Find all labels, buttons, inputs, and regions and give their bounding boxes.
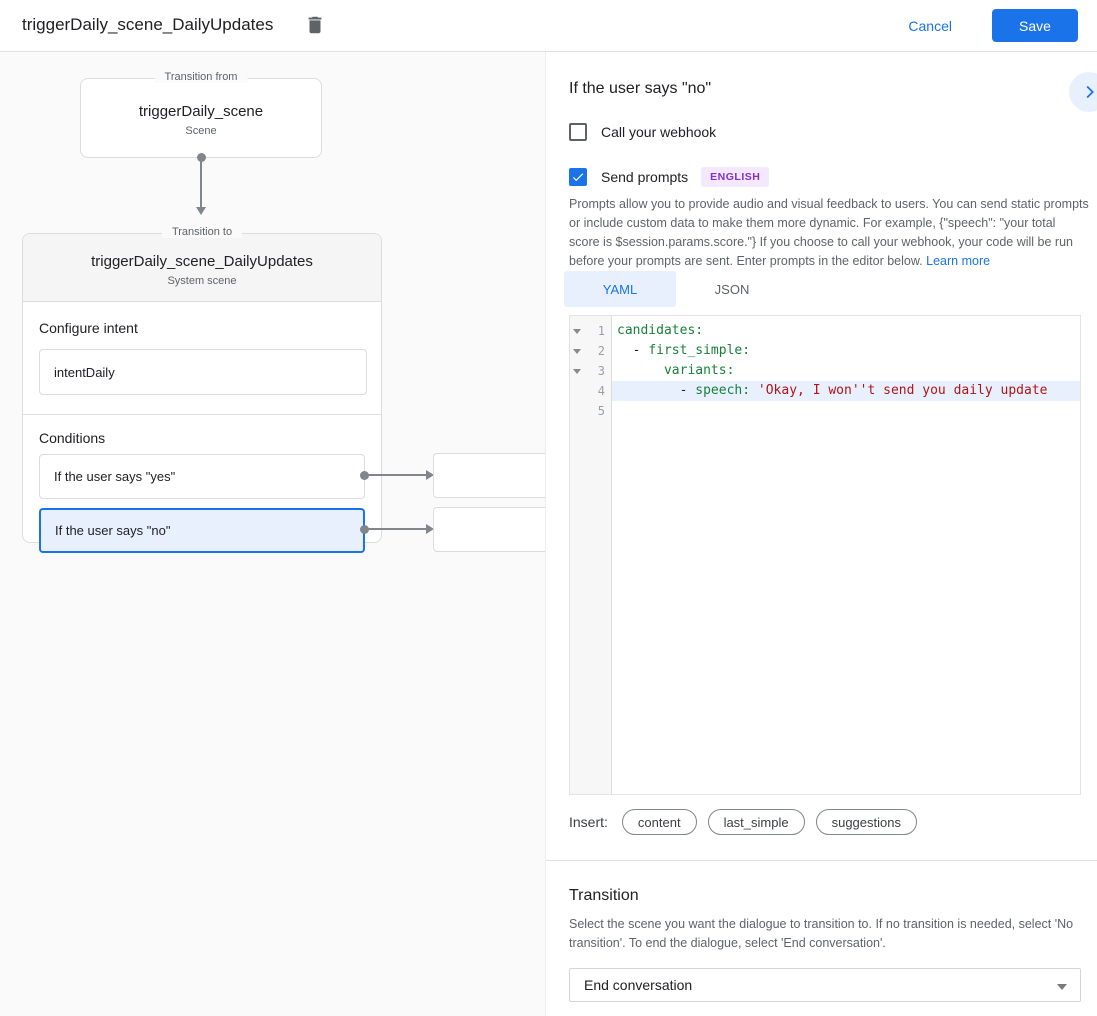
transition-select[interactable]: End conversation: [569, 968, 1081, 1002]
cancel-button[interactable]: Cancel: [896, 9, 964, 42]
insert-content-chip[interactable]: content: [621, 809, 697, 835]
check-icon: [571, 170, 585, 184]
insert-last-simple-chip[interactable]: last_simple: [707, 809, 805, 835]
prompt-code-editor: 1 2 3 4 5 can: [569, 315, 1081, 795]
arrow-right-icon: [426, 524, 434, 534]
insert-suggestions-chip[interactable]: suggestions: [815, 809, 917, 835]
condition-no-label: If the user says "no": [55, 523, 171, 538]
line-number: 5: [597, 404, 605, 418]
language-badge: ENGLISH: [701, 167, 770, 187]
connector-line: [200, 157, 202, 207]
send-prompts-label: Send prompts: [601, 169, 689, 185]
tab-json[interactable]: JSON: [714, 281, 750, 297]
to-scene-type: System scene: [167, 275, 237, 287]
prompts-description-text: Prompts allow you to provide audio and v…: [569, 197, 1089, 268]
fold-icon[interactable]: [573, 368, 581, 374]
code-indent: [617, 343, 633, 358]
configure-intent-label: Configure intent: [39, 320, 138, 336]
trash-icon: [304, 16, 326, 39]
flow-canvas: Transition from triggerDaily_scene Scene…: [0, 52, 545, 1016]
line-number: 3: [597, 364, 605, 378]
gutter-row: 2: [570, 341, 611, 361]
gutter-row: 3: [570, 361, 611, 381]
transition-to-legend: Transition to: [161, 226, 243, 238]
header-bar: triggerDaily_scene_DailyUpdates Cancel S…: [0, 0, 1097, 52]
section-divider: [546, 860, 1097, 861]
code-punct: -: [679, 383, 696, 398]
code-string: 'Okay, I won''t send you daily update: [750, 383, 1048, 398]
line-number: 1: [597, 324, 605, 338]
code-line: [612, 401, 1080, 421]
connector-line: [364, 528, 426, 530]
transition-selected-value: End conversation: [584, 977, 693, 993]
code-line: candidates:: [612, 321, 1080, 341]
connector-line: [364, 474, 426, 476]
delete-button[interactable]: [302, 13, 328, 39]
fold-icon[interactable]: [573, 328, 581, 334]
from-scene-type: Scene: [185, 125, 217, 137]
insert-label: Insert:: [569, 814, 608, 830]
transition-from-legend: Transition from: [154, 71, 248, 83]
gutter-row: 4: [570, 381, 611, 401]
arrow-down-icon: [196, 207, 206, 215]
no-transition-target-box[interactable]: [433, 507, 545, 552]
conditions-label: Conditions: [39, 430, 106, 446]
arrow-right-icon: [426, 470, 434, 480]
fold-icon[interactable]: [573, 348, 581, 354]
page-title: triggerDaily_scene_DailyUpdates: [22, 15, 274, 34]
from-scene-name: triggerDaily_scene: [138, 103, 264, 120]
learn-more-link[interactable]: Learn more: [926, 254, 991, 268]
send-prompts-checkbox[interactable]: [569, 168, 587, 186]
code-key: first_simple:: [648, 343, 751, 358]
call-webhook-checkbox[interactable]: [569, 123, 587, 141]
code-key: candidates:: [617, 323, 704, 338]
condition-detail-panel: If the user says "no" Call your webhook …: [545, 52, 1097, 1016]
condition-item-yes[interactable]: If the user says "yes": [39, 454, 365, 499]
line-number: 4: [597, 384, 605, 398]
transition-to-card: Transition to triggerDaily_scene_DailyUp…: [22, 226, 382, 553]
prompts-description: Prompts allow you to provide audio and v…: [569, 195, 1089, 271]
webhook-row: Call your webhook: [569, 123, 716, 141]
insert-row: Insert: content last_simple suggestions: [569, 809, 928, 835]
send-prompts-row: Send prompts ENGLISH: [569, 167, 770, 187]
code-punct: -: [632, 343, 649, 358]
card-divider: [23, 414, 381, 415]
save-button[interactable]: Save: [992, 9, 1078, 42]
call-webhook-label: Call your webhook: [601, 124, 717, 140]
panel-title: If the user says "no": [569, 80, 712, 97]
code-indent: [617, 363, 664, 378]
code-key: speech:: [695, 383, 751, 398]
code-key: variants:: [663, 363, 735, 378]
to-scene-name: triggerDaily_scene_DailyUpdates: [91, 253, 313, 270]
editor-gutter: 1 2 3 4 5: [570, 316, 612, 794]
tab-yaml[interactable]: YAML: [564, 271, 676, 307]
yes-transition-target-box[interactable]: [433, 453, 545, 498]
code-area[interactable]: candidates: - first_simple: variants: - …: [612, 316, 1080, 794]
condition-item-no[interactable]: If the user says "no": [39, 508, 365, 553]
code-indent: [617, 383, 680, 398]
code-line: - first_simple:: [612, 341, 1080, 361]
code-line: variants:: [612, 361, 1080, 381]
condition-yes-label: If the user says "yes": [54, 469, 176, 484]
transition-from-card[interactable]: Transition from triggerDaily_scene Scene: [80, 71, 322, 158]
to-scene-header[interactable]: triggerDaily_scene_DailyUpdates System s…: [23, 234, 381, 302]
gutter-row: 1: [570, 321, 611, 341]
line-number: 2: [597, 344, 605, 358]
intent-value: intentDaily: [54, 364, 115, 380]
transition-section-title: Transition: [569, 887, 639, 904]
intent-field[interactable]: intentDaily: [39, 349, 367, 395]
caret-down-icon: [1057, 984, 1067, 990]
collapse-panel-button[interactable]: [1069, 72, 1097, 112]
transition-description: Select the scene you want the dialogue t…: [569, 917, 1074, 951]
gutter-row: 5: [570, 401, 611, 421]
editor-format-tabs: YAML JSON: [564, 271, 788, 307]
code-line-active: - speech: 'Okay, I won''t send you daily…: [612, 381, 1080, 401]
